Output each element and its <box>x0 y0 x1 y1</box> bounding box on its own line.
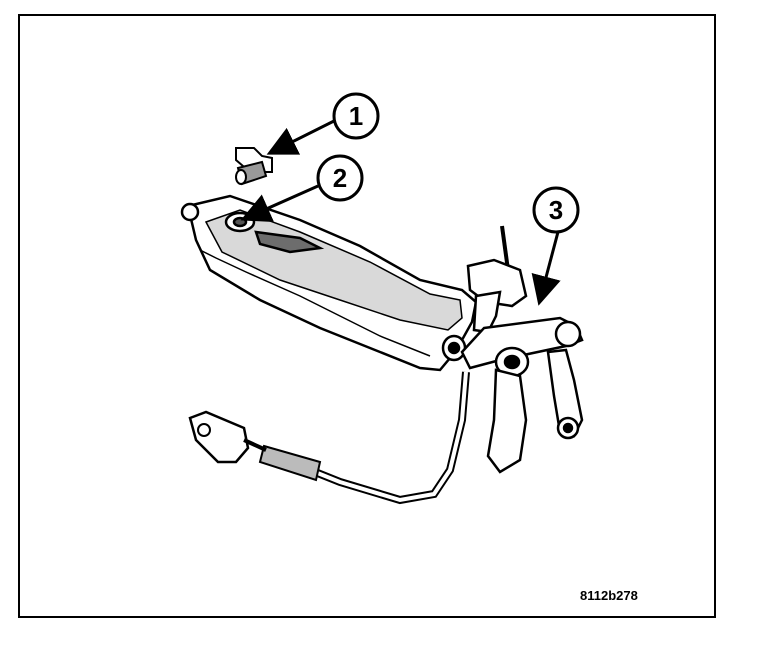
svg-text:2: 2 <box>333 163 347 193</box>
figure-id-label: 8112b278 <box>580 588 638 603</box>
callout-1-leader <box>266 116 341 155</box>
callout-3-leader <box>531 231 561 306</box>
linkage-bracket-assembly <box>460 225 584 474</box>
callout-1: 1 <box>332 92 380 140</box>
shifter-lever-housing <box>180 194 478 372</box>
svg-text:1: 1 <box>349 101 363 131</box>
shift-cable <box>188 371 470 505</box>
callout-2-leader <box>240 184 319 222</box>
svg-text:3: 3 <box>549 195 563 225</box>
callout-3: 3 <box>532 186 580 234</box>
callout-2: 2 <box>316 154 364 202</box>
retaining-clip-part <box>235 147 273 186</box>
